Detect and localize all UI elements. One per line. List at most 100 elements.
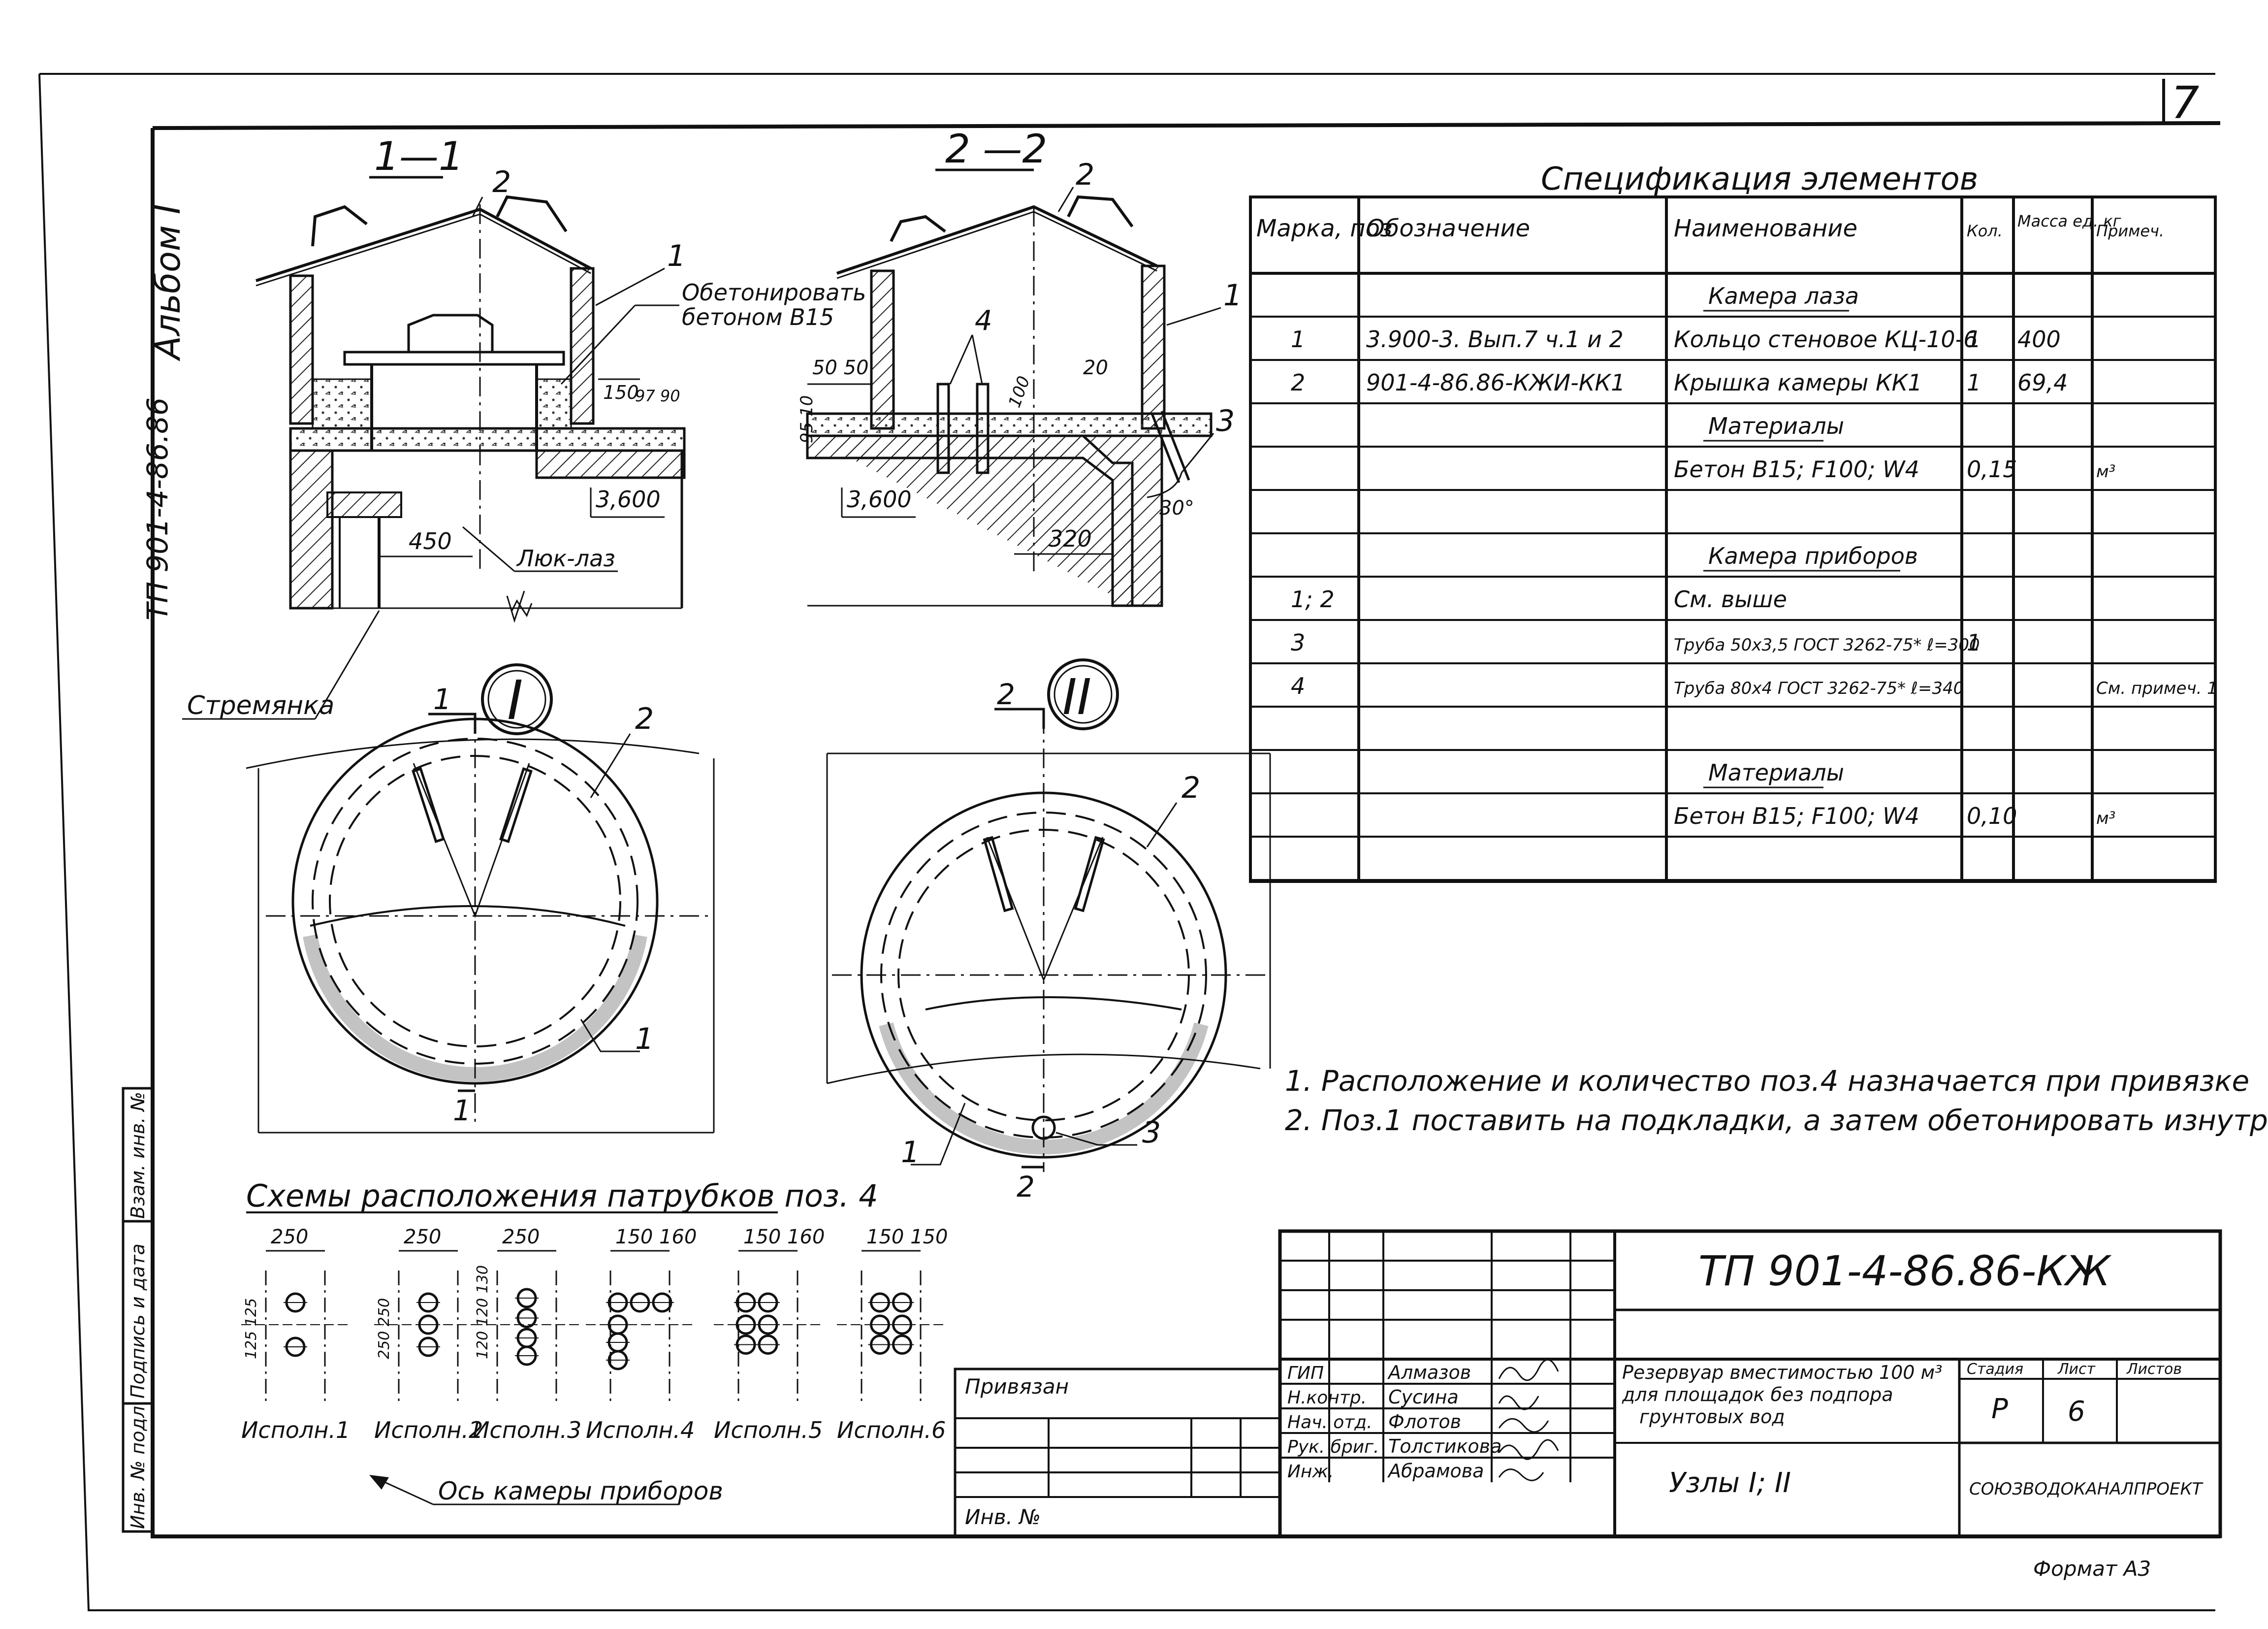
node-1-pos1: 1 [635, 1022, 654, 1056]
spec-row-8-qty: 1 [1967, 629, 1981, 656]
spec-row-11-name: Материалы [1708, 759, 1844, 786]
spec-title: Спецификация элементов [1541, 161, 1978, 197]
tb-format: Формат А3 [2033, 1557, 2151, 1581]
node-1-cut-top: 1 [433, 683, 451, 716]
spec-row-2-mark: 2 [1291, 369, 1305, 396]
spec-header-2: Наименование [1674, 215, 1857, 242]
strip-sign-date: Подпись и дата [127, 1243, 149, 1399]
s11-level: 3,600 [596, 486, 661, 513]
spec-row-9-name: Труба 80х4 ГОСТ 3262-75* ℓ=340 [1674, 679, 1964, 698]
tb-name-0: Алмазов [1387, 1362, 1471, 1383]
node-1-cut-bottom: 1 [453, 1094, 471, 1127]
tb-name-1: Сусина [1388, 1386, 1459, 1408]
spec-row-4-qty: 0,15 [1967, 456, 2017, 483]
s11-dim-150: 150 [603, 382, 639, 403]
scheme-4-label: Исполн.4 [586, 1417, 695, 1443]
spec-row-2-mass: 69,4 [2017, 369, 2068, 396]
spec-row-8-mark: 3 [1291, 629, 1305, 656]
tb-signatures [1498, 1359, 1559, 1481]
page-number: 7 [2171, 77, 2199, 129]
note-2: 2. Поз.1 поставить на подкладки, а затем… [1285, 1104, 2268, 1137]
scheme-6-dim-top: 150 150 [866, 1226, 948, 1248]
s22-dim-320: 320 [1049, 525, 1092, 552]
s22-level: 3,600 [847, 486, 912, 513]
spec-row-1-name: Кольцо стеновое КЦ-10-6 [1674, 326, 1978, 353]
tb-name-2: Флотов [1388, 1411, 1461, 1433]
title-block [954, 1229, 2222, 1538]
scheme-3-dim-top: 250 [502, 1226, 540, 1248]
tb-name-4: Абрамова [1387, 1460, 1484, 1482]
scheme-1-label: Исполн.1 [241, 1417, 350, 1443]
s22-pos4: 4 [975, 305, 992, 337]
node-1-pos2: 2 [635, 702, 654, 736]
spec-row-12-name: Бетон В15; F100; W4 [1674, 803, 1919, 829]
s22-pos1: 1 [1223, 278, 1242, 313]
scheme-2-dim-top: 250 [404, 1226, 441, 1248]
s22-dim-20: 20 [1083, 357, 1108, 379]
spec-row-1-mass: 400 [2017, 326, 2061, 353]
note-1: 1. Расположение и количество поз.4 назна… [1285, 1064, 2249, 1098]
s11-pos1: 1 [667, 239, 686, 273]
spec-row-1-qty: 1 [1967, 326, 1981, 353]
spec-row-2-name: Крышка камеры КК1 [1674, 369, 1922, 396]
s22-pos3: 3 [1216, 404, 1235, 438]
node-2-pos3: 3 [1142, 1115, 1161, 1150]
s22-angle: 30° [1159, 497, 1194, 520]
spec-row-6-name: Камера приборов [1708, 543, 1918, 569]
tb-desc-3: грунтовых вод [1639, 1406, 1785, 1428]
spec-row-1-designation: 3.900-3. Вып.7 ч.1 и 2 [1366, 326, 1624, 353]
node-1: I 1 1 2 1 [246, 663, 715, 1134]
schemes: Схемы расположения патрубков поз. 4 2501… [241, 1178, 948, 1505]
left-strip [122, 1087, 154, 1533]
s22-dim-100: 100 [1005, 373, 1034, 410]
node-2: II 2 2 2 1 3 [826, 658, 1271, 1204]
spec-row-9-mark: 4 [1291, 673, 1305, 699]
tb-stage: Р [1991, 1393, 2008, 1425]
spec-row-7-mark: 1; 2 [1291, 586, 1335, 613]
tb-code: ТП 901-4-86.86-КЖ [1698, 1247, 2112, 1295]
scheme-3-dim-side: 120 120 130 [474, 1265, 491, 1359]
tb-role-3: Рук. бриг. [1287, 1437, 1379, 1457]
node-2-pos1: 1 [901, 1135, 920, 1170]
spec-row-12-qty: 0,10 [1967, 803, 2017, 829]
album-label: Альбом I [148, 204, 188, 361]
tb-stage-h: Стадия [1967, 1361, 2023, 1378]
s11-pos2: 2 [492, 165, 511, 199]
schemes-axis: Ось камеры приборов [438, 1477, 723, 1505]
s22-dim-left: 95 10 [797, 395, 817, 443]
section-2-2: 2 —2 2 1 4 3 50 50 95 10 100 20 3,600 32… [797, 126, 1242, 607]
s22-pos2: 2 [1076, 158, 1094, 192]
spec-table: Спецификация элементов Марка, позОбознач… [1249, 161, 2218, 883]
node-2-cut-top: 2 [997, 678, 1015, 711]
tb-sheet-title: Узлы I; II [1669, 1467, 1791, 1499]
spec-row-2-designation: 901-4-86.86-КЖИ-КК1 [1366, 369, 1625, 396]
doc-side-label: ТП 901-4-86.86 [141, 397, 174, 620]
spec-header-1: Обозначение [1366, 215, 1530, 242]
tb-role-2: Нач. отд. [1287, 1412, 1373, 1433]
scheme-2-label: Исполн.2 [374, 1417, 483, 1443]
scheme-1-dim-side: 125 125 [243, 1298, 260, 1359]
tb-role-4: Инж. [1287, 1462, 1334, 1482]
tb-desc-1: Резервуар вместимостью 100 м³ [1622, 1362, 1942, 1383]
node-2-mark: II [1062, 668, 1091, 726]
scheme-2-dim-side: 250 250 [376, 1298, 393, 1359]
section-1-1: 1—1 2 1 Обетонировать бетоном В15 [182, 133, 866, 720]
tb-inv-no: Инв. № [965, 1505, 1041, 1529]
spec-row-4-name: Бетон В15; F100; W4 [1674, 456, 1919, 483]
tb-sheet-no: 6 [2068, 1396, 2085, 1428]
tb-sheets-h: Листов [2126, 1361, 2182, 1378]
section-2-2-title: 2 —2 [945, 126, 1047, 172]
s11-dim-450: 450 [409, 528, 452, 554]
spec-row-9-note: См. примеч. 1 [2096, 679, 2218, 698]
spec-header-4: Масса ед. кг [2017, 212, 2121, 230]
section-1-1-title: 1—1 [374, 133, 464, 179]
tb-sheet-h: Лист [2057, 1361, 2096, 1378]
scheme-5-dim-top: 150 160 [743, 1226, 825, 1248]
